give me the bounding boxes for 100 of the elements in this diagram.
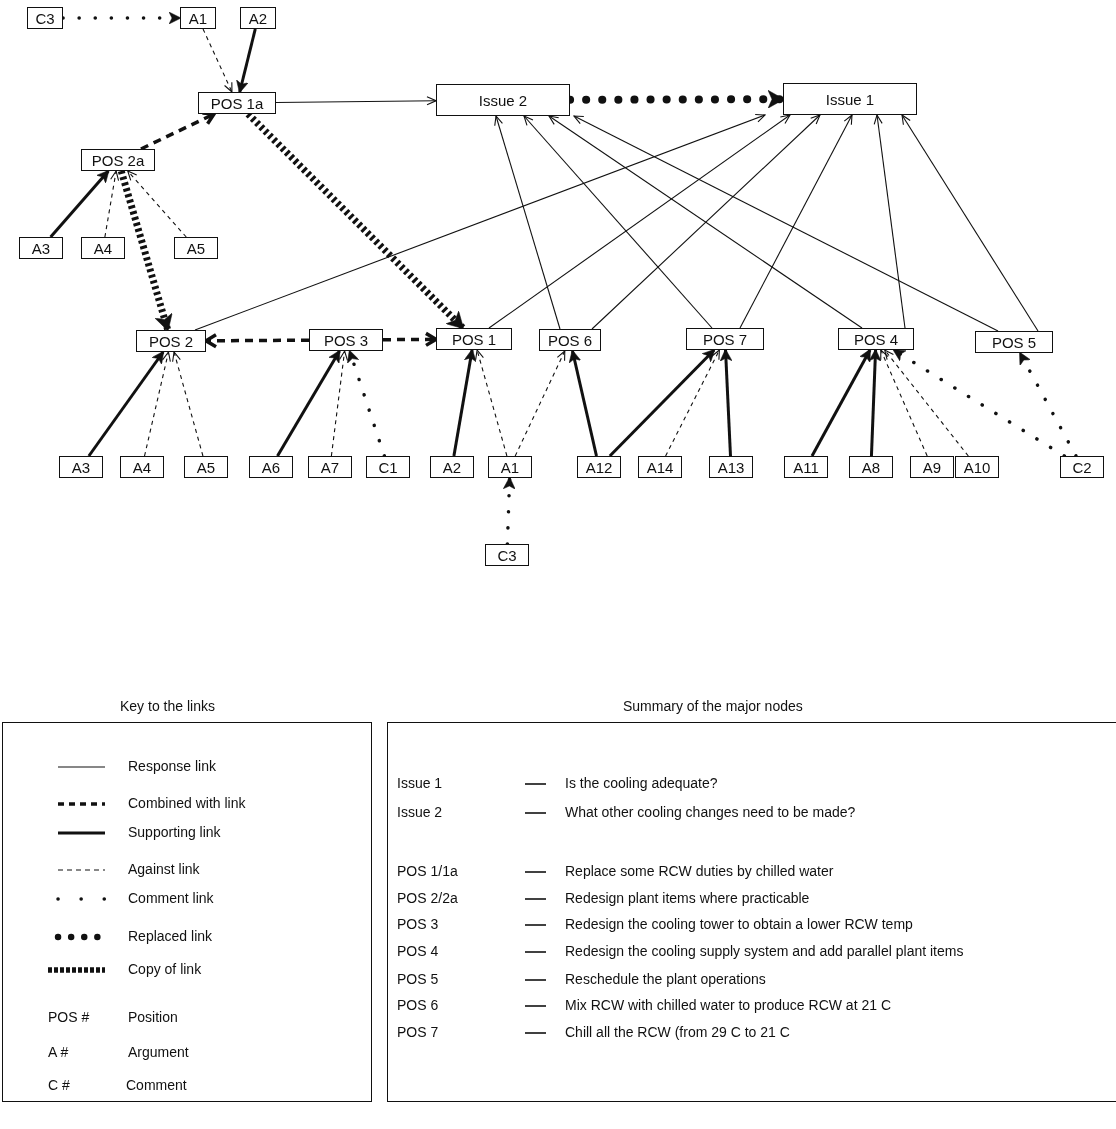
node-summary: Reschedule the plant operations — [565, 971, 766, 987]
key-symbol: C # — [48, 1077, 70, 1093]
link-arrow — [236, 28, 257, 94]
legend-text: Copy of link — [128, 961, 202, 977]
node-box: A5 — [174, 237, 218, 259]
node-summary: What other cooling changes need to be made? — [565, 804, 856, 820]
key-symbol: A # — [48, 1044, 69, 1060]
link-arrow — [117, 170, 173, 332]
link-arrow — [1018, 351, 1078, 458]
node-summary: Is the cooling adequate? — [565, 775, 718, 791]
node-box: C3 — [485, 544, 529, 566]
link-arrow — [194, 113, 766, 331]
link-arrow — [275, 96, 437, 106]
node-box: A6 — [249, 456, 293, 478]
node-box: C3 — [27, 7, 63, 29]
node-name: POS 1/1a — [397, 863, 458, 879]
node-name: POS 6 — [397, 997, 439, 1013]
node-box: Issue 2 — [436, 84, 570, 116]
link-arrow — [591, 114, 821, 330]
node-box: POS 5 — [975, 331, 1053, 353]
node-box: A3 — [59, 456, 103, 478]
link-arrow — [61, 11, 182, 25]
link-arrow — [488, 114, 791, 329]
node-summary: Replace some RCW duties by chilled water — [565, 863, 834, 879]
legend-text: Comment link — [128, 890, 214, 906]
node-name: POS 5 — [397, 971, 439, 987]
node-box: A8 — [849, 456, 893, 478]
node-box: POS 2 — [136, 330, 206, 352]
link-arrow — [514, 350, 566, 457]
link-arrow — [452, 348, 477, 457]
link-arrow — [884, 349, 969, 457]
link-arrow — [202, 28, 233, 93]
node-box: A3 — [19, 237, 63, 259]
key-symbol: POS # — [48, 1009, 90, 1025]
link-arrow — [276, 349, 341, 457]
link-arrow — [172, 351, 204, 457]
node-box: POS 3 — [309, 329, 383, 351]
node-box: A11 — [784, 456, 828, 478]
legend-text: Response link — [128, 758, 216, 774]
link-arrow — [873, 114, 906, 329]
link-arrow — [901, 114, 1039, 332]
node-summary: Redesign the cooling supply system and add parallel plant items — [565, 943, 964, 959]
node-box: A12 — [577, 456, 621, 478]
node-box: A2 — [240, 7, 276, 29]
link-arrow — [204, 333, 309, 349]
node-box: POS 1 — [436, 328, 512, 350]
link-arrow — [665, 349, 720, 457]
legend-text: Replaced link — [128, 928, 213, 944]
node-box: Issue 1 — [783, 83, 917, 115]
link-arrow — [475, 349, 508, 457]
node-box: POS 4 — [838, 328, 914, 350]
node-box: C1 — [366, 456, 410, 478]
panel-title: Key to the links — [120, 698, 215, 714]
link-arrow — [573, 115, 999, 332]
node-box: POS 6 — [539, 329, 601, 351]
node-name: POS 7 — [397, 1024, 439, 1040]
link-arrow — [503, 476, 516, 546]
link-arrow — [523, 115, 713, 329]
link-arrow — [104, 170, 120, 238]
node-box: A2 — [430, 456, 474, 478]
link-arrow — [330, 350, 348, 457]
link-arrow — [608, 348, 716, 458]
link-arrow — [49, 170, 110, 238]
link-arrow — [494, 115, 561, 330]
legend-text: Against link — [128, 861, 200, 877]
link-arrow — [810, 348, 872, 457]
node-box: A9 — [910, 456, 954, 478]
node-name: POS 2/2a — [397, 890, 458, 906]
node-box: POS 1a — [198, 92, 276, 114]
node-name: Issue 2 — [397, 804, 443, 820]
panel-title: Summary of the major nodes — [623, 698, 803, 714]
node-summary: Chill all the RCW (from 29 C to 21 C — [565, 1024, 790, 1040]
node-summary: Redesign plant items where practicable — [565, 890, 810, 906]
node-box: A14 — [638, 456, 682, 478]
link-arrow — [347, 349, 387, 458]
link-arrow — [568, 349, 598, 457]
link-arrow — [87, 350, 165, 457]
node-box: A13 — [709, 456, 753, 478]
link-arrow — [880, 349, 928, 457]
node-name: POS 4 — [397, 943, 439, 959]
node-summary: Mix RCW with chilled water to produce RCW at 21 C — [565, 997, 891, 1013]
legend-text: Combined with link — [128, 795, 246, 811]
link-arrow — [891, 348, 1067, 458]
link-arrow — [383, 331, 438, 348]
node-box: POS 2a — [81, 149, 155, 171]
node-box: A1 — [488, 456, 532, 478]
node-summary: Redesign the cooling tower to obtain a lower RCW temp — [565, 916, 913, 932]
key-description: Comment — [126, 1077, 187, 1093]
node-box: A4 — [81, 237, 125, 259]
link-arrow — [127, 170, 187, 238]
node-box: A10 — [955, 456, 999, 478]
node-name: POS 3 — [397, 916, 439, 932]
node-name: Issue 1 — [397, 775, 443, 791]
key-description: Argument — [128, 1044, 189, 1060]
link-arrow — [739, 114, 853, 329]
link-arrow — [868, 348, 882, 457]
node-box: A7 — [308, 456, 352, 478]
link-arrow — [144, 351, 171, 457]
node-box: A1 — [180, 7, 216, 29]
link-arrow — [548, 115, 863, 329]
